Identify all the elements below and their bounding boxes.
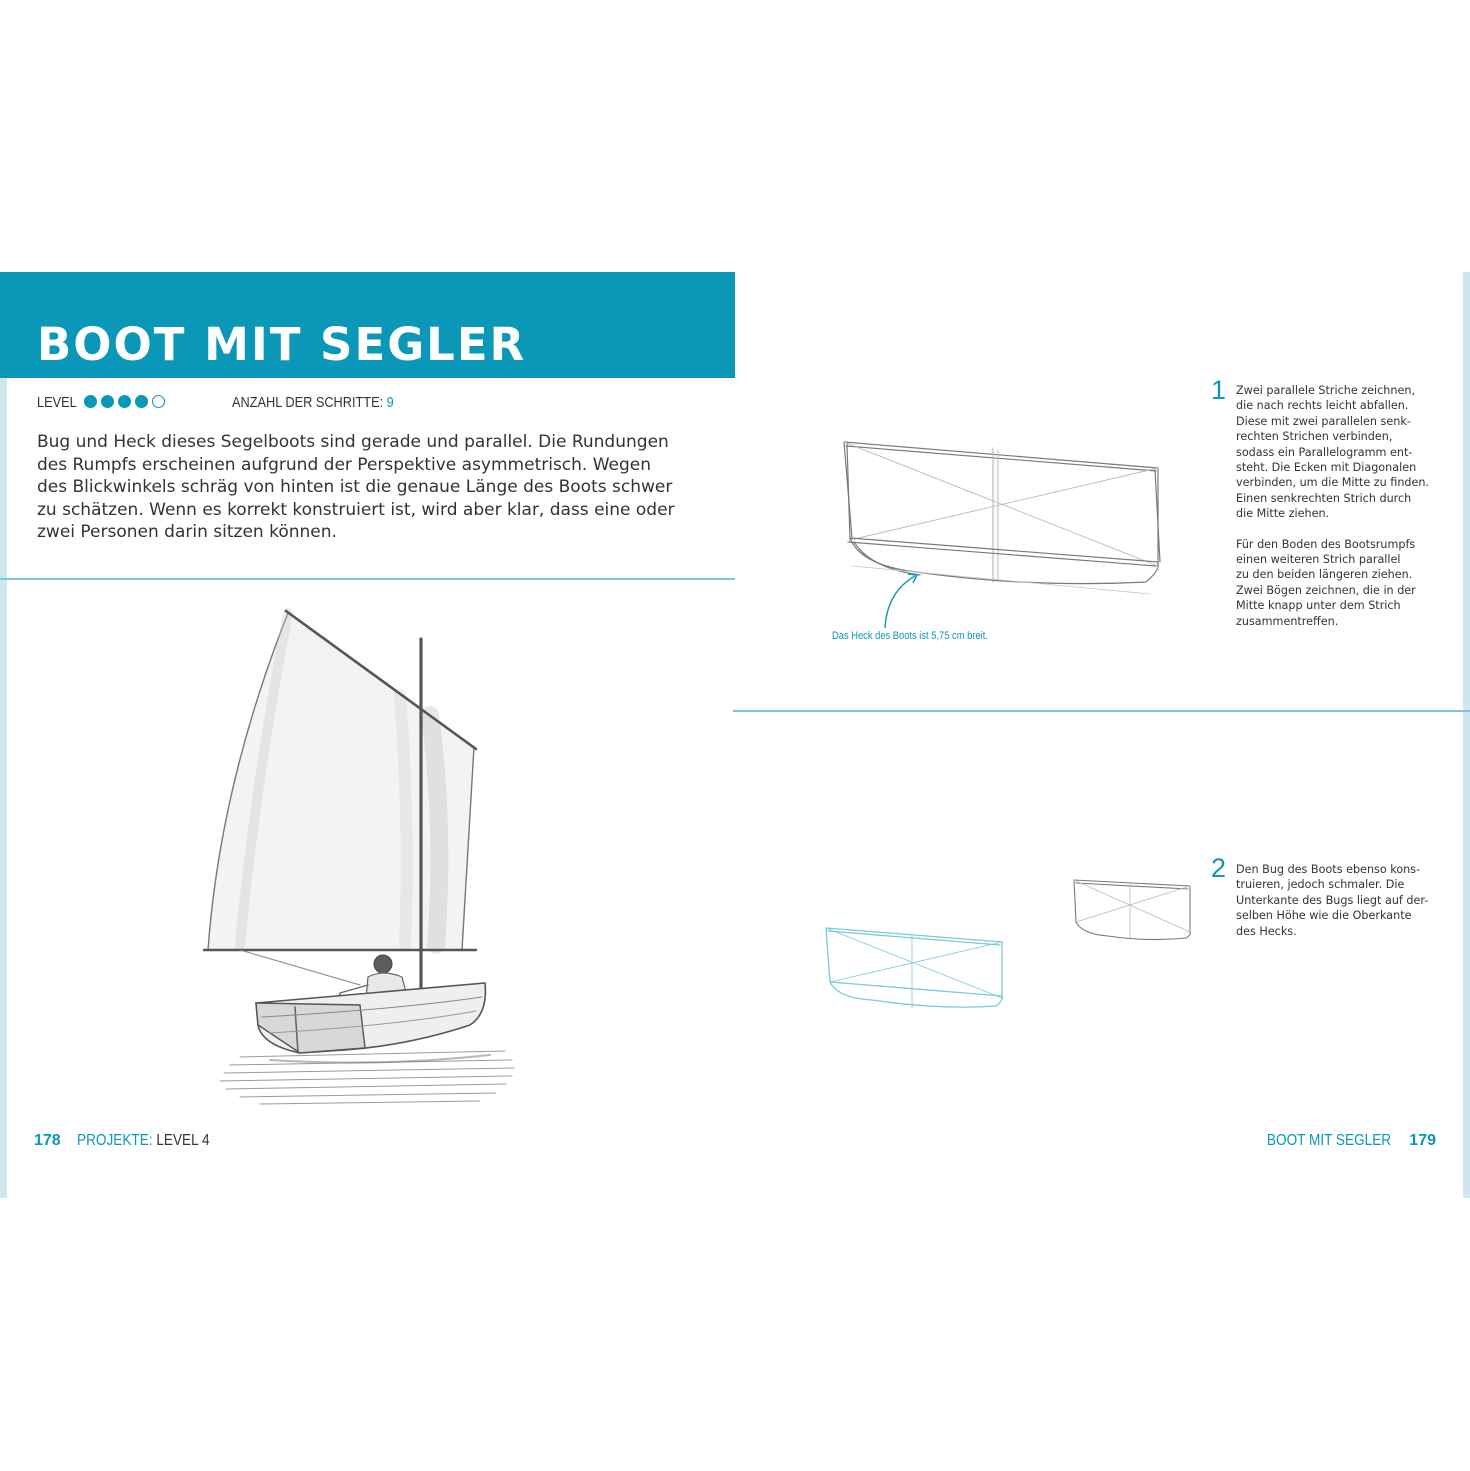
step1-paragraph: Für den Boden des Bootsrumpfs einen weit… (1236, 537, 1446, 629)
steps-value: 9 (386, 393, 394, 411)
step1-line: Zwei parallele Striche zeichnen, (1236, 384, 1416, 397)
intro-line: zwei Personen darin sitzen können. (37, 522, 337, 542)
left-page-edge (0, 272, 7, 1198)
step2-bow-sketch (1073, 879, 1192, 941)
step2-stern-sketch (825, 927, 1004, 1009)
step1-line: die Mitte ziehen. (1236, 507, 1330, 521)
step1-number: 1 (1211, 375, 1227, 405)
level-dot-filled (101, 395, 114, 408)
step1-line: rechten Strichen verbinden, (1236, 430, 1393, 444)
step1-hull-sketch (843, 441, 1161, 595)
step2-number: 2 (1211, 853, 1227, 883)
intro-line: Bug und Heck dieses Segelboots sind gera… (37, 432, 669, 452)
step1-line: zu den beiden längeren ziehen. (1236, 568, 1413, 582)
step1-line: Für den Boden des Bootsrumpfs (1236, 537, 1416, 551)
step2-line: truieren, jedoch schmaler. Die (1236, 878, 1405, 892)
step2-paragraph: Den Bug des Boots ebenso kons- truieren,… (1236, 862, 1446, 939)
running-head-right: BOOT MIT SEGLER (1267, 1132, 1392, 1149)
steps-label: ANZAHL DER SCHRITTE: 9 (232, 393, 394, 411)
level-dot-empty (152, 395, 165, 408)
intro-paragraph: Bug und Heck dieses Segelboots sind gera… (37, 431, 677, 544)
step2-line: Den Bug des Boots ebenso kons- (1236, 863, 1421, 876)
step1-line: Einen senkrechten Strich durch (1236, 491, 1412, 505)
intro-line: zu schätzen. Wenn es korrekt konstruiert… (37, 499, 675, 520)
step1-caption: Das Heck des Boots ist 5,75 cm breit. (832, 630, 988, 642)
running-head-left: PROJEKTE: LEVEL 4 (76, 1132, 210, 1149)
section-divider-left (0, 578, 735, 580)
level-dot-filled (135, 395, 148, 408)
footer-left: 178 PROJEKTE: LEVEL 4 (34, 1130, 233, 1152)
level-label: LEVEL (37, 393, 77, 411)
caption-arrow (884, 573, 919, 629)
intro-line: des Blickwinkels schräg von hinten ist d… (37, 477, 673, 497)
section-divider-right (733, 710, 1470, 712)
step1-line: Diese mit zwei parallelen senk- (1236, 414, 1411, 428)
step1-line: verbinden, um die Mitte zu finden. (1236, 476, 1430, 490)
right-page-edge (1463, 272, 1470, 1198)
steps-count: ANZAHL DER SCHRITTE: 9 (232, 391, 422, 413)
step1-line: steht. Die Ecken mit Diagonalen (1236, 461, 1417, 475)
step1-line: zusammentreffen. (1236, 614, 1339, 628)
step1-line: die nach rechts leicht abfallen. (1236, 399, 1409, 413)
page-number-right: 179 (1409, 1132, 1436, 1149)
step2-line: des Hecks. (1236, 924, 1297, 938)
step2-text: Den Bug des Boots ebenso kons- truieren,… (1236, 862, 1446, 954)
step1-paragraph: Zwei parallele Striche zeichnen, die nac… (1236, 383, 1446, 522)
level-dots (84, 395, 165, 408)
level-dot-filled (84, 395, 97, 408)
step1-line: Zwei Bögen zeichnen, die in der (1236, 583, 1416, 597)
intro-line: des Rumpfs erscheinen aufgrund der Persp… (37, 454, 652, 475)
footer-right: BOOT MIT SEGLER 179 (1245, 1130, 1436, 1152)
step1-line: Mitte knapp unter dem Strich (1236, 599, 1401, 613)
step1-line: einen weiteren Strich parallel (1236, 553, 1401, 567)
step2-line: Unterkante des Bugs liegt auf der- (1236, 893, 1429, 907)
step1-text: Zwei parallele Striche zeichnen, die nac… (1236, 383, 1446, 644)
sailboat-drawing (202, 608, 515, 1105)
step2-line: selben Höhe wie die Oberkante (1236, 909, 1412, 923)
page-number-left: 178 (34, 1132, 61, 1149)
title-banner (0, 272, 735, 378)
page-title: BOOT MIT SEGLER (37, 318, 527, 371)
level-dot-filled (118, 395, 131, 408)
level-indicator: LEVEL (37, 391, 165, 413)
step1-line: sodass ein Parallelogramm ent- (1236, 445, 1413, 459)
